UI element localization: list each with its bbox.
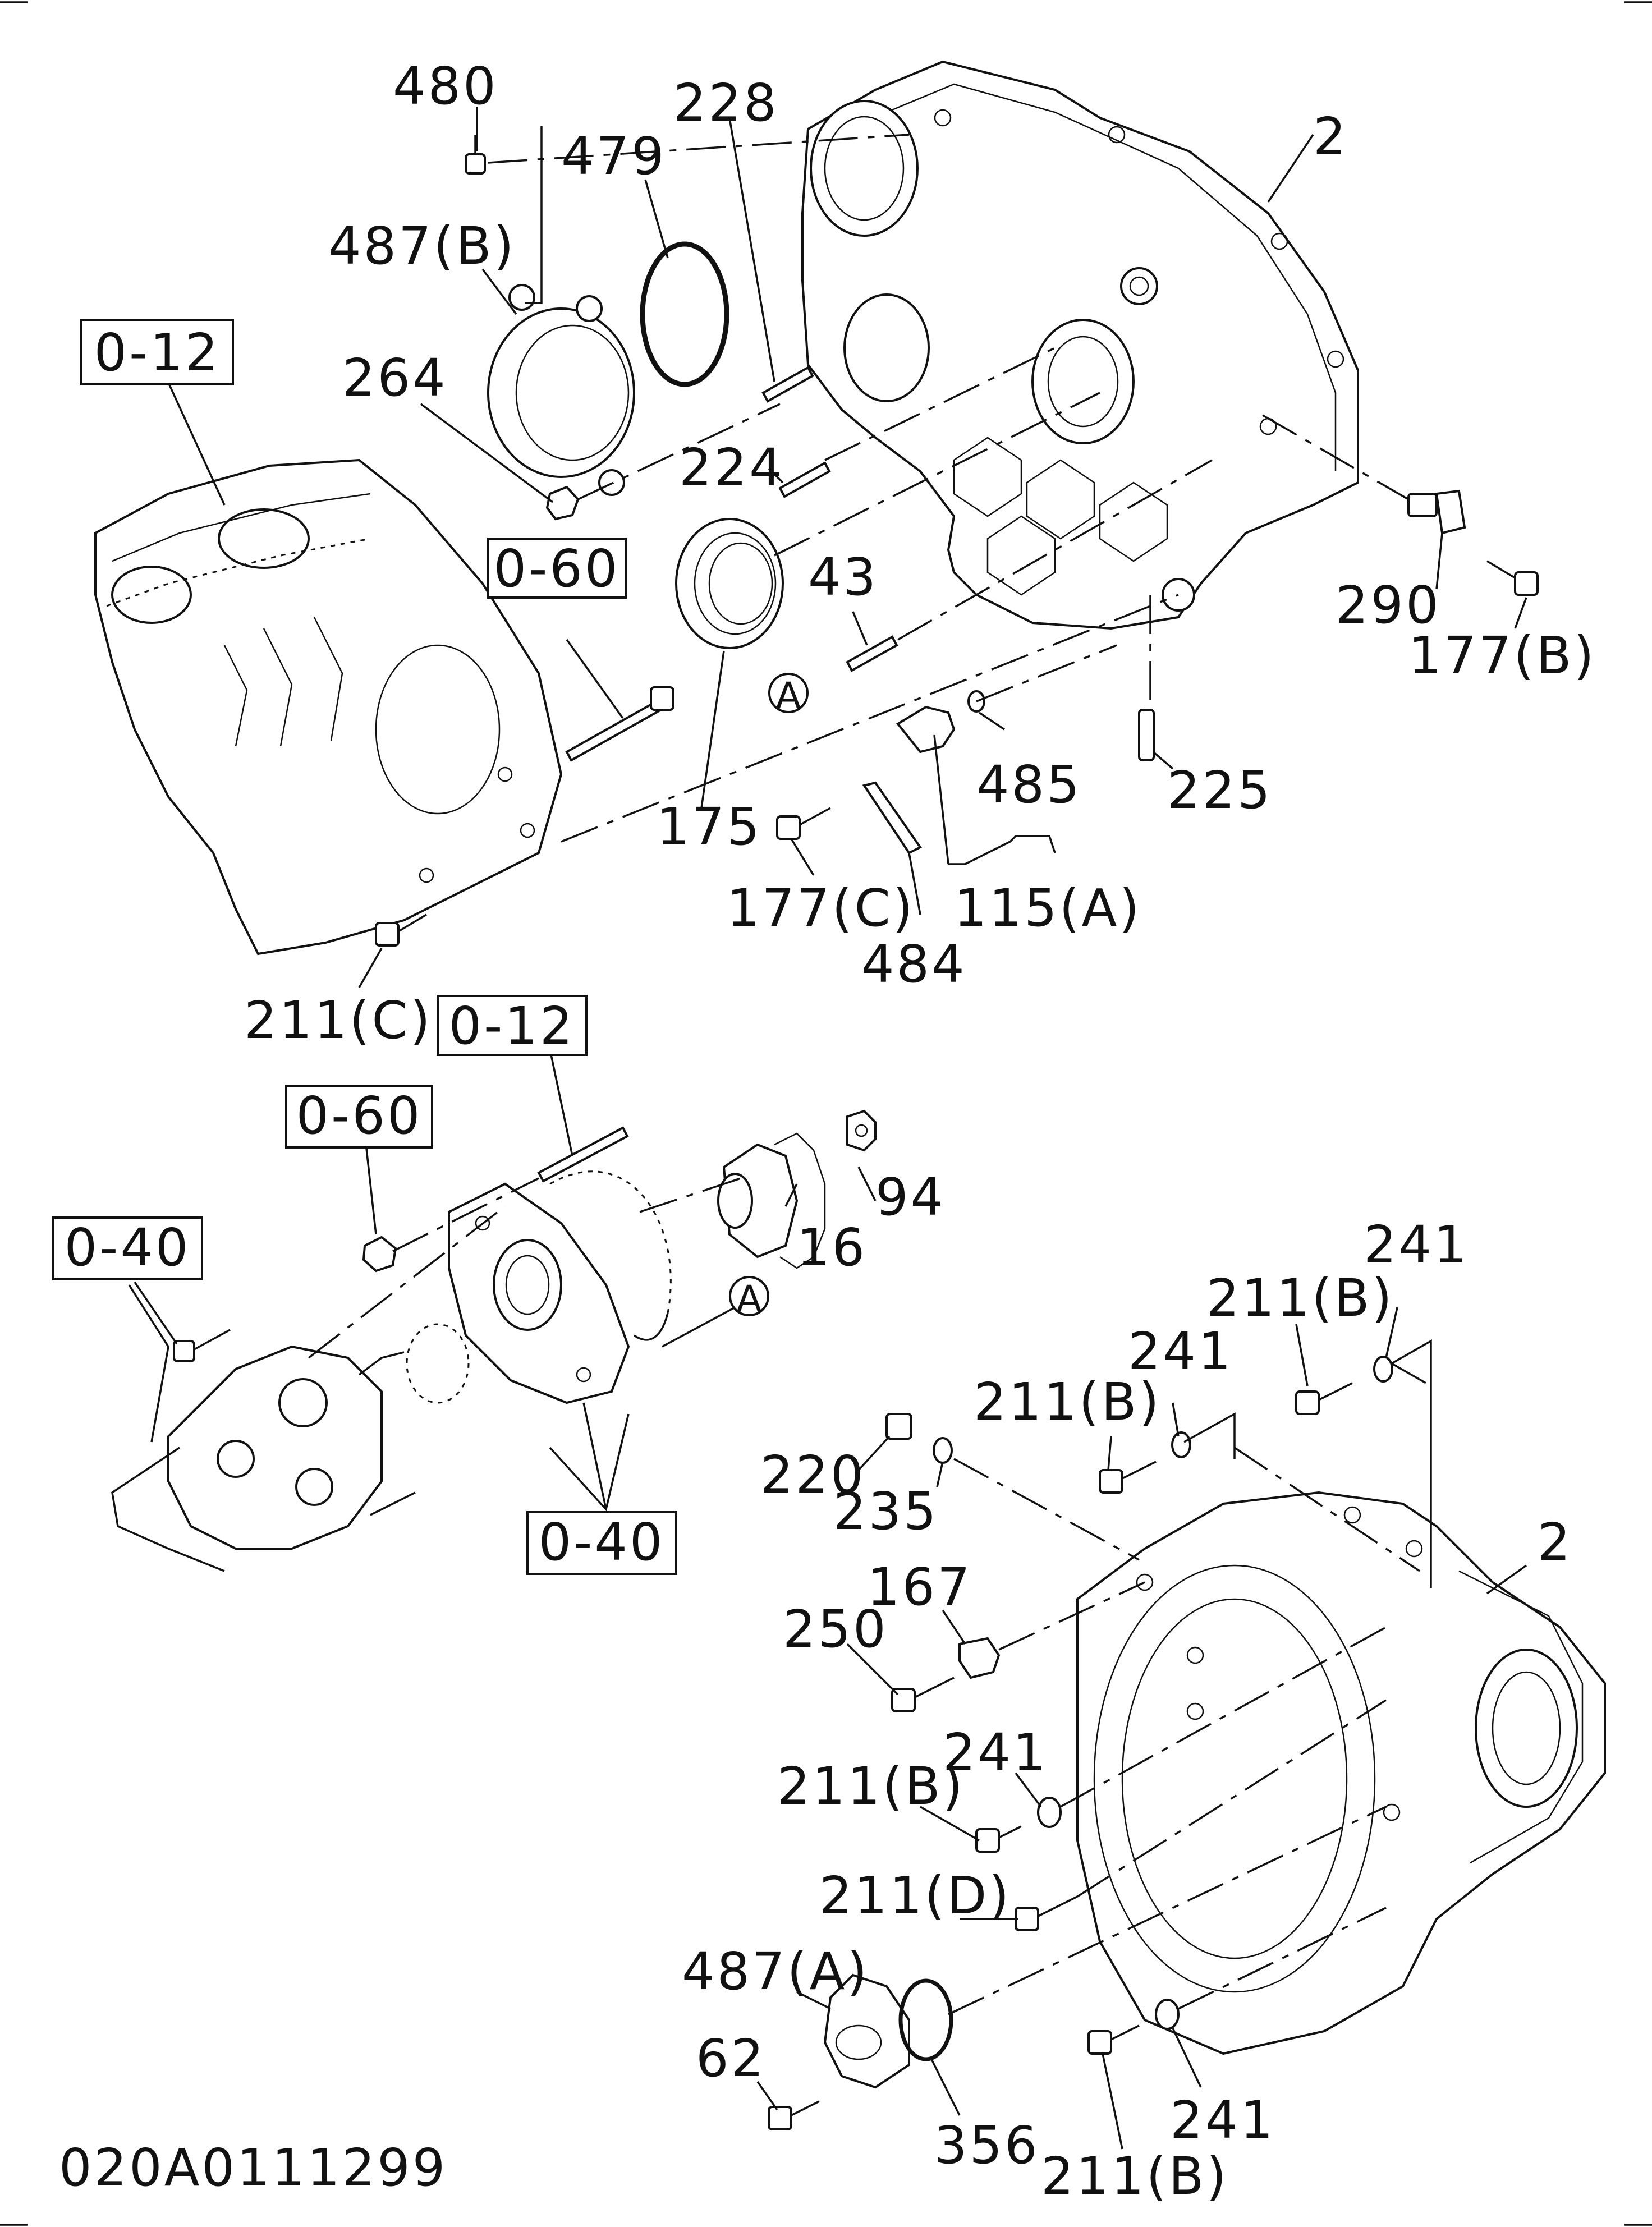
reference-box-label: 0-40 (539, 1512, 665, 1572)
reference-box-label: 0-40 (65, 1218, 191, 1278)
assembly-centerlines (308, 134, 1431, 2015)
circle-marker-a1: A (768, 673, 809, 718)
callout-480: 480 (393, 56, 498, 116)
callout-labels: 480 228 479 2 487(B) 264 224 43 290 177(… (244, 56, 1596, 2206)
callout-211d: 211(D) (819, 1866, 1011, 1926)
injection-pump (111, 1345, 416, 1572)
callout-167: 167 (867, 1557, 972, 1617)
callout-62: 62 (696, 2028, 766, 2088)
callout-235: 235 (833, 1481, 939, 1541)
circle-marker-label: A (736, 1278, 761, 1321)
reference-box-r5: 0-40 (52, 1216, 203, 1280)
callout-224: 224 (679, 438, 784, 498)
callout-487a: 487(A) (682, 1941, 869, 2001)
callout-484: 484 (861, 934, 967, 994)
callout-177c: 177(C) (727, 878, 915, 938)
sensor-115a (862, 690, 985, 855)
callout-211b: 211(B) (1206, 1268, 1394, 1328)
leader-lines (128, 107, 1527, 2150)
callout-225: 225 (1167, 760, 1273, 820)
reference-box-label: 0-60 (494, 539, 620, 599)
callout-241: 241 (1364, 1215, 1469, 1275)
cover-plate-167 (958, 1637, 1001, 1679)
callout-16: 16 (797, 1218, 867, 1278)
cylinder-block (94, 458, 563, 956)
callout-479: 479 (561, 126, 667, 186)
pump-adapter-plate (406, 1170, 672, 1404)
circle-marker-label: A (775, 674, 801, 718)
drawing-number: 020A0111299 (59, 2138, 447, 2198)
callout-2: 2 (1538, 1512, 1573, 1572)
reference-box-r1: 0-12 (80, 319, 234, 385)
callout-211b: 211(B) (1041, 2146, 1229, 2206)
callout-264: 264 (342, 348, 448, 408)
callout-94: 94 (875, 1167, 946, 1227)
callout-211b: 211(B) (974, 1372, 1162, 1432)
callout-290: 290 (1336, 575, 1441, 635)
callout-175: 175 (657, 797, 762, 857)
reference-box-r2: 0-60 (487, 538, 627, 599)
circle-marker-a2: A (729, 1276, 769, 1321)
flywheel-housing-lower (1076, 1491, 1606, 2055)
callout-241: 241 (943, 1723, 1048, 1783)
callout-485: 485 (976, 755, 1082, 815)
cover-487a (823, 1973, 953, 2089)
gear-cover-487b (487, 241, 729, 496)
reference-box-r3: 0-12 (437, 995, 588, 1056)
flywheel-housing-upper (801, 60, 1359, 630)
reference-box-label: 0-12 (449, 996, 575, 1056)
callout-43: 43 (808, 547, 878, 607)
callout-2: 2 (1313, 107, 1348, 167)
reference-box-r6: 0-40 (526, 1511, 677, 1575)
callout-177b: 177(B) (1408, 626, 1596, 686)
callout-241: 241 (1128, 1321, 1233, 1381)
callout-356: 356 (934, 2115, 1040, 2175)
callout-228: 228 (673, 73, 779, 133)
reference-box-label: 0-12 (94, 323, 221, 383)
callout-211c: 211(C) (244, 990, 433, 1050)
callout-115a: 115(A) (954, 878, 1141, 938)
oil-seal-175 (675, 518, 784, 649)
reference-box-r4: 0-60 (285, 1085, 433, 1149)
fasteners (173, 135, 1539, 2130)
callout-250: 250 (783, 1599, 888, 1659)
callout-220: 220 (760, 1445, 866, 1505)
reference-box-label: 0-60 (296, 1086, 423, 1146)
drive-gear (717, 1109, 877, 1269)
callout-487b: 487(B) (328, 216, 516, 276)
callout-241: 241 (1170, 2090, 1275, 2150)
callout-211b: 211(B) (777, 1756, 965, 1816)
